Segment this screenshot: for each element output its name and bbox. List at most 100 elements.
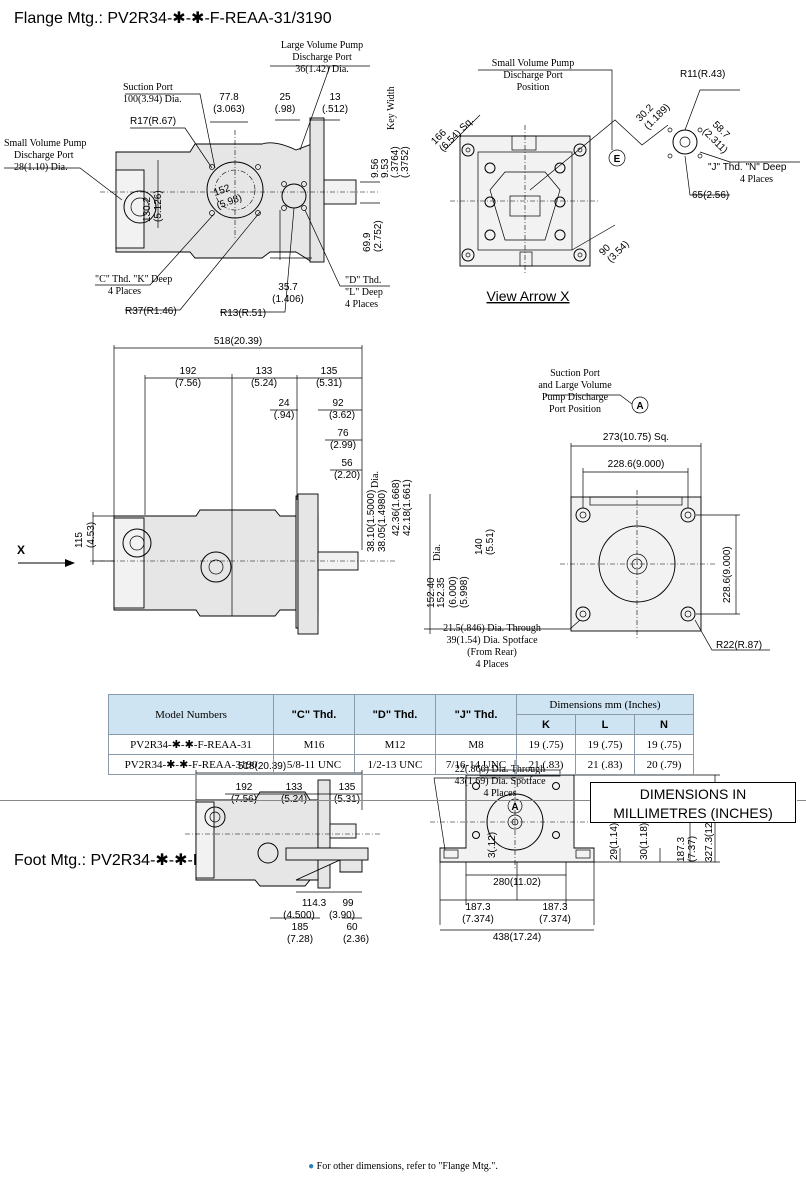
large-port-label-3: 36(1.42) Dia. xyxy=(295,64,349,75)
suction-port-label: Suction Port xyxy=(123,82,173,93)
foot-dim-3: 3(.12) xyxy=(487,832,498,858)
dim-135: 135 xyxy=(321,366,338,377)
d-thd-label: "D" Thd. xyxy=(345,275,381,286)
foot-side-view xyxy=(185,770,380,919)
d-thd-places: 4 Places xyxy=(345,299,378,310)
foot-front-view xyxy=(430,760,720,931)
flange-front-labels: Suction Port and Large Volume Pump Disch… xyxy=(443,368,762,670)
e-callout-label: E xyxy=(614,154,621,165)
a-callout-label: A xyxy=(636,401,643,412)
foot-dim-7-374-b: (7.374) xyxy=(539,914,571,925)
dimensions-units-box: DIMENSIONS IN MILLIMETRES (INCHES) xyxy=(590,782,796,823)
footnote: ● For other dimensions, refer to "Flange… xyxy=(0,1161,806,1172)
foot-dim-29: 29(1.14) xyxy=(609,823,620,860)
th-c-thd: "C" Thd. xyxy=(273,694,355,735)
dimension-table: Model Numbers "C" Thd. "D" Thd. "J" Thd.… xyxy=(108,694,694,775)
holes-through: 21.5(.846) Dia. Through xyxy=(443,623,541,634)
dim-3-62: (3.62) xyxy=(329,410,355,421)
dim-r13: R13(R.51) xyxy=(220,308,266,319)
dim-6-000: (6.000) xyxy=(448,576,459,608)
view-arrow-x-caption: View Arrow X xyxy=(487,288,571,304)
small-port-label-2: Discharge Port xyxy=(14,150,74,161)
dim-228-6-h: 228.6(9.000) xyxy=(608,459,665,470)
th-dimensions: Dimensions mm (Inches) xyxy=(516,694,694,715)
suction-pos-label-2: and Large Volume xyxy=(538,380,612,391)
foot-dim-192: 192 xyxy=(236,782,253,793)
dim-r17: R17(R.67) xyxy=(130,116,176,127)
dim-35-7: 35.7 xyxy=(278,282,298,293)
th-j-thd: "J" Thd. xyxy=(435,694,517,735)
dim-5-51: (5.51) xyxy=(485,529,496,555)
suction-pos-label-1: Suction Port xyxy=(550,368,600,379)
small-pos-label-3: Position xyxy=(517,82,550,93)
dim-92: 92 xyxy=(332,398,344,409)
flange-top-view xyxy=(4,65,390,313)
x-arrow-label: X xyxy=(17,543,25,557)
foot-dim-5-31: (5.31) xyxy=(334,794,360,805)
j-thd-label: "J" Thd. "N" Deep xyxy=(708,162,787,173)
dim-3-063: (3.063) xyxy=(213,104,245,115)
units-line-2: MILLIMETRES (INCHES) xyxy=(613,805,773,821)
flange-arrow-view xyxy=(444,69,800,275)
foot-dim-99: 99 xyxy=(342,898,354,909)
foot-dim-280: 280(11.02) xyxy=(493,877,541,888)
dim-24: 24 xyxy=(278,398,290,409)
th-model: Model Numbers xyxy=(108,694,274,735)
foot-dim-438: 438(17.24) xyxy=(493,932,541,943)
small-pos-label-1: Small Volume Pump xyxy=(492,58,574,69)
foot-dim-187-3-v: 187.3 xyxy=(676,837,687,862)
dim-140: 140 xyxy=(474,538,485,555)
dim-5-24: (5.24) xyxy=(251,378,277,389)
dia-label-1: Dia. xyxy=(370,471,381,488)
holes-spotface: 39(1.54) Dia. Spotface xyxy=(446,635,538,646)
cell-j: 7/16-14 UNC xyxy=(435,754,517,775)
dim-228-6-v: 228.6(9.000) xyxy=(722,546,733,603)
foot-dim-187-3-a: 187.3 xyxy=(465,902,490,913)
dim-38-05: 38.05(1.4980) xyxy=(377,490,388,552)
dim-r37: R37(R1.46) xyxy=(125,306,177,317)
cell-j: M8 xyxy=(435,734,517,755)
dim-56: 56 xyxy=(341,458,353,469)
section-divider-end xyxy=(797,800,806,801)
foot-dim-135: 135 xyxy=(339,782,356,793)
cell-n: 19 (.75) xyxy=(634,734,694,755)
cell-c: 5/8-11 UNC xyxy=(273,754,355,775)
c-thd-places: 4 Places xyxy=(108,286,141,297)
dim-518: 518(20.39) xyxy=(214,336,262,347)
cell-c: M16 xyxy=(273,734,355,755)
dim-65: 65(2.56) xyxy=(692,190,729,201)
cell-l: 19 (.75) xyxy=(575,734,635,755)
dim-5-31: (5.31) xyxy=(316,378,342,389)
dim-4-53: (4.53) xyxy=(86,522,97,548)
dim-77-8: 77.8 xyxy=(219,92,239,103)
foot-dim-7-28: (7.28) xyxy=(287,934,313,945)
dim-98: (.98) xyxy=(275,104,296,115)
cell-l: 21 (.83) xyxy=(575,754,635,775)
dim-512: (.512) xyxy=(322,104,348,115)
suction-pos-label-3: Pump Discharge xyxy=(542,392,609,403)
foot-dim-7-37: (7.37) xyxy=(687,836,698,862)
dim-94: (.94) xyxy=(274,410,295,421)
dim-133: 133 xyxy=(256,366,273,377)
th-n: N xyxy=(634,714,694,735)
dim-1-406: (1.406) xyxy=(272,294,304,305)
bullet-icon: ● xyxy=(308,1161,315,1172)
dim-130-2: 130.2 xyxy=(142,197,153,222)
dim-3752: (.3752) xyxy=(400,146,411,178)
foot-dim-3-90: (3.90) xyxy=(329,910,355,921)
dim-5-998: (5.998) xyxy=(459,576,470,608)
foot-dim-5-24: (5.24) xyxy=(281,794,307,805)
section-divider xyxy=(0,800,590,801)
dim-38-10: 38.10(1.5000) xyxy=(366,490,377,552)
units-line-1: DIMENSIONS IN xyxy=(639,786,747,802)
cell-model: PV2R34-✱-✱-F-REAA-31 xyxy=(108,734,274,755)
small-port-label-3: 28(1.10) Dia. xyxy=(14,162,68,173)
dim-25: 25 xyxy=(279,92,291,103)
foot-dim-4-500: (4.500) xyxy=(283,910,315,921)
dim-3764: (.3764) xyxy=(390,146,401,178)
dim-115: 115 xyxy=(74,532,85,548)
c-thd-label: "C" Thd. "K" Deep xyxy=(95,274,172,285)
foot-dim-7-56: (7.56) xyxy=(231,794,257,805)
th-l: L xyxy=(575,714,635,735)
